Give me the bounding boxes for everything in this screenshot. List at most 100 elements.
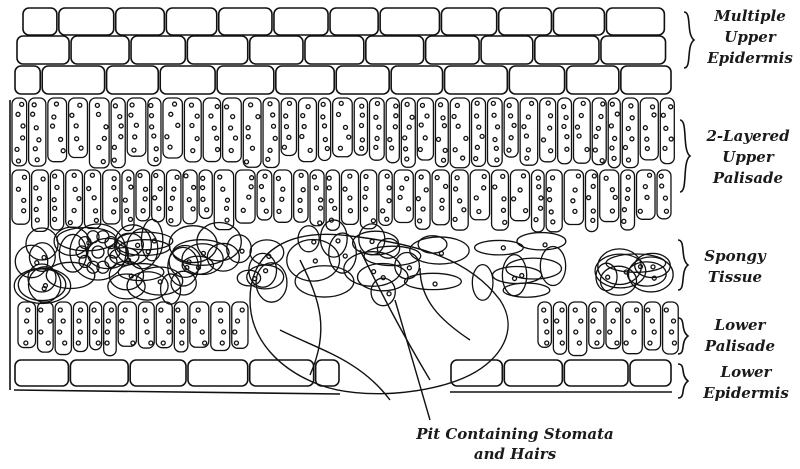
palisade-cell bbox=[263, 98, 279, 168]
chloroplast bbox=[670, 330, 674, 334]
chloroplast bbox=[564, 115, 568, 119]
chloroplast bbox=[393, 125, 397, 129]
chloroplast bbox=[562, 105, 566, 109]
label-line: Tissue bbox=[690, 267, 780, 288]
spongy-cell bbox=[517, 233, 566, 250]
pit-hair bbox=[420, 268, 470, 340]
chloroplast bbox=[132, 148, 136, 152]
chloroplast bbox=[573, 188, 577, 192]
chloroplast bbox=[610, 146, 614, 150]
chloroplast bbox=[364, 186, 368, 190]
chloroplast bbox=[323, 138, 327, 142]
chloroplast bbox=[129, 274, 133, 278]
chloroplast bbox=[114, 198, 118, 202]
chloroplast bbox=[423, 136, 427, 140]
chloroplast bbox=[129, 113, 133, 117]
chloroplast bbox=[543, 243, 547, 247]
chloroplast bbox=[433, 282, 437, 286]
chloroplast bbox=[229, 149, 233, 153]
chloroplast bbox=[560, 308, 564, 312]
chloroplast bbox=[79, 146, 83, 150]
chloroplast bbox=[343, 187, 347, 191]
chloroplast bbox=[624, 341, 628, 345]
chloroplast bbox=[145, 330, 149, 334]
chloroplast bbox=[51, 124, 55, 128]
lower-palisade-cells bbox=[18, 302, 678, 356]
chloroplast bbox=[425, 114, 429, 118]
chloroplast bbox=[390, 146, 394, 150]
palisade-cell bbox=[163, 98, 182, 158]
spongy-cell bbox=[298, 226, 319, 252]
chloroplast bbox=[455, 103, 459, 107]
chloroplast bbox=[526, 148, 530, 152]
chloroplast bbox=[659, 174, 663, 178]
chloroplast bbox=[524, 134, 528, 138]
parenchyma-cell bbox=[26, 228, 58, 260]
label-line: Lower bbox=[692, 362, 800, 383]
chloroplast bbox=[129, 185, 133, 189]
chloroplast bbox=[314, 186, 318, 190]
chloroplast bbox=[444, 184, 448, 188]
chloroplast bbox=[250, 146, 254, 150]
chloroplast bbox=[201, 251, 205, 255]
chloroplast bbox=[249, 103, 253, 107]
chloroplast bbox=[565, 147, 569, 151]
chloroplast bbox=[169, 219, 173, 223]
chloroplast bbox=[606, 275, 610, 279]
chloroplast bbox=[271, 113, 275, 117]
chloroplast bbox=[53, 217, 57, 221]
chloroplast bbox=[141, 209, 145, 213]
chloroplast bbox=[234, 136, 238, 140]
chloroplast bbox=[52, 115, 56, 119]
chloroplast bbox=[452, 115, 456, 119]
epidermis-cell bbox=[305, 36, 364, 64]
chloroplast bbox=[648, 341, 652, 345]
chloroplast bbox=[494, 146, 498, 150]
chloroplast bbox=[480, 134, 484, 138]
epidermis-edge bbox=[14, 390, 340, 394]
chloroplast bbox=[241, 208, 245, 212]
chloroplast bbox=[507, 103, 511, 107]
chloroplast bbox=[577, 341, 581, 345]
palisade-cell bbox=[640, 98, 658, 160]
chloroplast bbox=[343, 125, 347, 129]
chloroplast bbox=[112, 158, 116, 162]
chloroplast bbox=[522, 125, 526, 129]
chloroplast bbox=[622, 219, 626, 223]
chloroplast bbox=[201, 186, 205, 190]
chloroplast bbox=[233, 330, 237, 334]
chloroplast bbox=[94, 218, 98, 222]
chloroplast bbox=[21, 136, 25, 140]
chloroplast bbox=[593, 148, 597, 152]
chloroplast bbox=[181, 319, 185, 323]
chloroplast bbox=[113, 104, 117, 108]
chloroplast bbox=[105, 330, 109, 334]
chloroplast bbox=[398, 195, 402, 199]
chloroplast bbox=[225, 206, 229, 210]
label-line: Palisade bbox=[696, 168, 800, 189]
chloroplast bbox=[407, 207, 411, 211]
chloroplast bbox=[302, 125, 306, 129]
chloroplast bbox=[374, 145, 378, 149]
chloroplast bbox=[33, 147, 37, 151]
chloroplast bbox=[512, 123, 516, 127]
chloroplast bbox=[491, 101, 495, 105]
label-line: Epidermis bbox=[700, 48, 800, 69]
chloroplast bbox=[77, 319, 81, 323]
chloroplast bbox=[94, 209, 98, 213]
chloroplast bbox=[645, 195, 649, 199]
palisade-cell bbox=[370, 98, 385, 160]
chloroplast bbox=[565, 135, 569, 139]
chloroplast bbox=[518, 188, 522, 192]
chloroplast bbox=[264, 269, 268, 273]
chloroplast bbox=[75, 137, 79, 141]
chloroplast bbox=[72, 173, 76, 177]
chloroplast bbox=[454, 187, 458, 191]
lower-palisade-cell bbox=[55, 302, 71, 355]
chloroplast bbox=[443, 148, 447, 152]
chloroplast bbox=[143, 197, 147, 201]
chloroplast bbox=[102, 136, 106, 140]
chloroplast bbox=[638, 209, 642, 213]
spongy-cell bbox=[472, 265, 493, 301]
